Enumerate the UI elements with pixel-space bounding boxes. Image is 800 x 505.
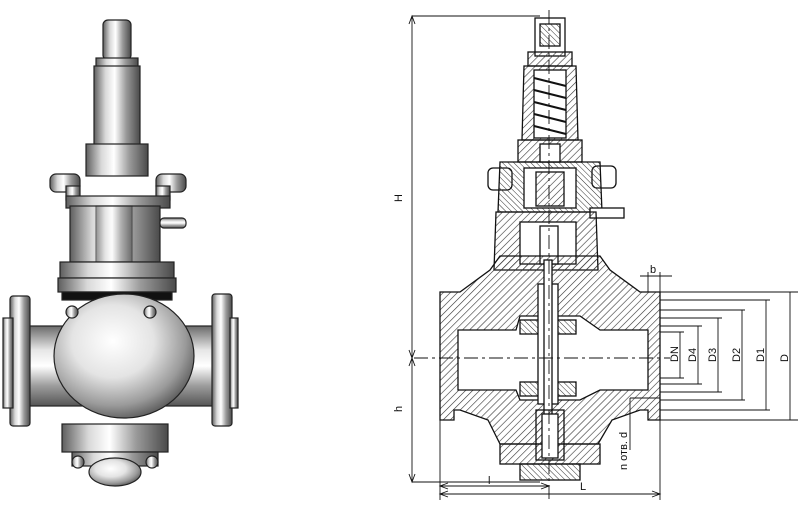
- label-l: l: [488, 475, 490, 487]
- label-D2: D2: [731, 348, 743, 362]
- valve-illustration: [2, 19, 239, 487]
- label-D1: D1: [755, 348, 767, 362]
- label-D: D: [779, 354, 791, 362]
- label-b: b: [650, 264, 656, 276]
- label-D3: D3: [707, 348, 719, 362]
- label-H: H: [393, 194, 405, 202]
- label-D4: D4: [687, 348, 699, 362]
- dimension-lines: [408, 14, 798, 500]
- label-h: h: [393, 406, 405, 412]
- label-DN: DN: [669, 346, 681, 362]
- label-L: L: [580, 481, 586, 493]
- section-drawing: [414, 10, 670, 500]
- label-holes: n отв. d: [618, 432, 630, 470]
